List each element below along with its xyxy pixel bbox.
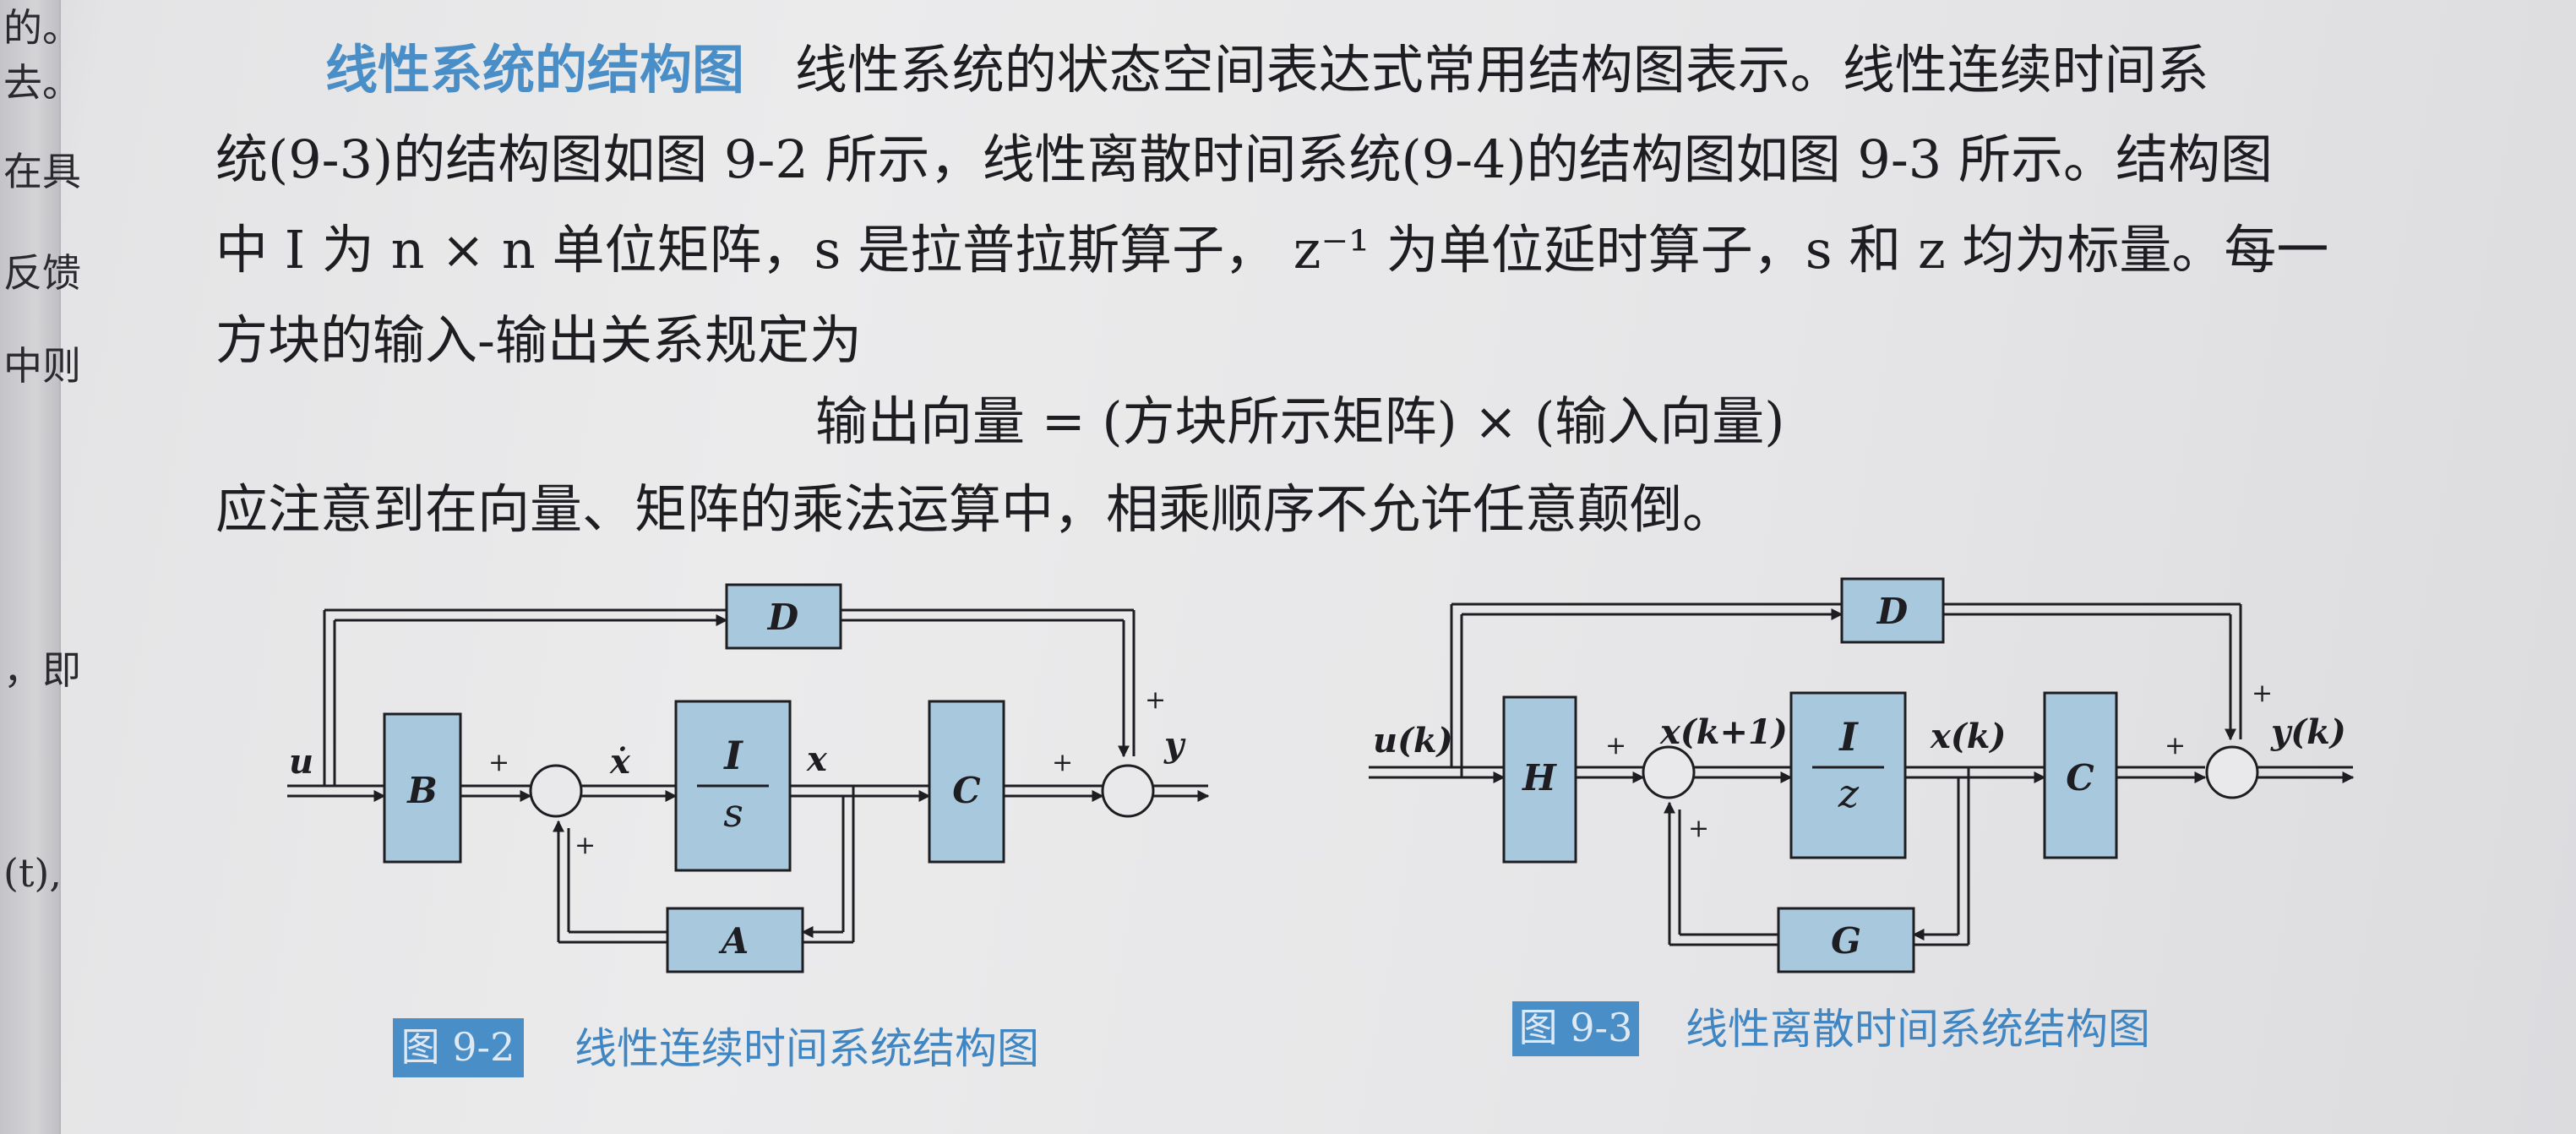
- figure-9-2-number: 图 9-2: [401, 1024, 515, 1070]
- sign-plus-8: +: [2252, 679, 2273, 708]
- summing-junction-1: [529, 764, 583, 818]
- block-h: [1502, 695, 1577, 864]
- margin-fragment-7: (t),: [3, 850, 62, 896]
- margin-fragment-6: ，即: [3, 647, 81, 693]
- paragraph-line-1: 线性系统的结构图 线性系统的状态空间表达式常用结构图表示。线性连续时间系: [325, 44, 2209, 96]
- sign-plus-7: +: [2165, 731, 2186, 761]
- margin-fragment-4: 反馈: [3, 250, 81, 296]
- label-b: B: [406, 770, 438, 811]
- summing-junction-2: [1101, 764, 1155, 818]
- label-s: s: [723, 790, 743, 836]
- label-i-discrete: I: [1838, 714, 1859, 760]
- signal-x: x: [806, 739, 828, 779]
- block-c: [928, 700, 1005, 864]
- label-a: A: [718, 920, 749, 962]
- margin-fragment-3: 在具: [3, 149, 81, 194]
- figure-9-3-diagram: [1369, 602, 2355, 946]
- margin-fragment-5: 中则: [3, 343, 81, 389]
- block-g: [1777, 907, 1915, 973]
- io-relation-formula: 输出向量 = (方块所示矩阵) × (输入向量): [815, 390, 1785, 452]
- figure-9-3-number-box: [1512, 1001, 1639, 1056]
- figure-9-2-title: 线性连续时间系统结构图: [575, 1024, 1039, 1073]
- margin-fragment-2: 去。: [3, 60, 81, 106]
- sign-plus-2: +: [575, 831, 596, 860]
- figure-9-2-number-box: [393, 1018, 524, 1077]
- paragraph-line-5: 应注意到在向量、矩阵的乘法运算中，相乘顺序不允许任意颠倒。: [215, 478, 1735, 540]
- signal-u-k: u(k): [1373, 721, 1453, 761]
- label-g: G: [1831, 920, 1861, 962]
- book-spine: [0, 0, 61, 1134]
- signal-x-k-plus-1: x(k+1): [1659, 712, 1788, 752]
- sign-plus-1: +: [488, 748, 509, 777]
- label-c: C: [952, 770, 981, 811]
- figure-9-3-title: 线性离散时间系统结构图: [1686, 1005, 2150, 1054]
- paragraph-line-4: 方块的输入-输出关系规定为: [215, 309, 862, 371]
- sign-plus-5: +: [1605, 731, 1626, 761]
- block-d: [725, 583, 842, 650]
- signal-y: y: [1163, 725, 1186, 765]
- figure-9-3-number: 图 9-3: [1519, 1005, 1633, 1050]
- signal-y-k: y(k): [2270, 712, 2346, 752]
- signal-x-dot: ẋ: [609, 742, 631, 782]
- summing-junction-3: [1642, 745, 1696, 799]
- sign-plus-3: +: [1052, 748, 1073, 777]
- label-d-discrete: D: [1876, 591, 1909, 632]
- block-a: [666, 907, 804, 973]
- label-i: I: [722, 733, 743, 778]
- paragraph-line-3: 中 I 为 n × n 单位矩阵，s 是拉普拉斯算子， z⁻¹ 为单位延时算子，…: [215, 219, 2329, 281]
- summing-junction-4: [2205, 745, 2259, 799]
- signal-u: u: [289, 742, 313, 782]
- sign-plus-4: +: [1145, 685, 1166, 715]
- block-d-discrete: [1840, 577, 1945, 644]
- sign-plus-6: +: [1688, 814, 1709, 843]
- paragraph-line-2: 统(9-3)的结构图如图 9-2 所示，线性离散时间系统(9-4)的结构图如图 …: [215, 128, 2273, 190]
- section-heading: 线性系统的结构图: [325, 39, 745, 101]
- label-h: H: [1522, 757, 1557, 799]
- block-b: [383, 712, 462, 864]
- label-z: z: [1838, 771, 1860, 816]
- signal-x-k: x(k): [1930, 717, 2006, 756]
- figure-9-2-diagram: [287, 608, 1210, 944]
- block-delay: [1789, 691, 1907, 859]
- paragraph-line-1-text: 线性系统的状态空间表达式常用结构图表示。线性连续时间系: [794, 39, 2209, 101]
- margin-fragment-1: 的。: [3, 5, 81, 51]
- label-c-discrete: C: [2066, 757, 2094, 799]
- block-c-discrete: [2043, 691, 2118, 859]
- label-d: D: [767, 597, 799, 638]
